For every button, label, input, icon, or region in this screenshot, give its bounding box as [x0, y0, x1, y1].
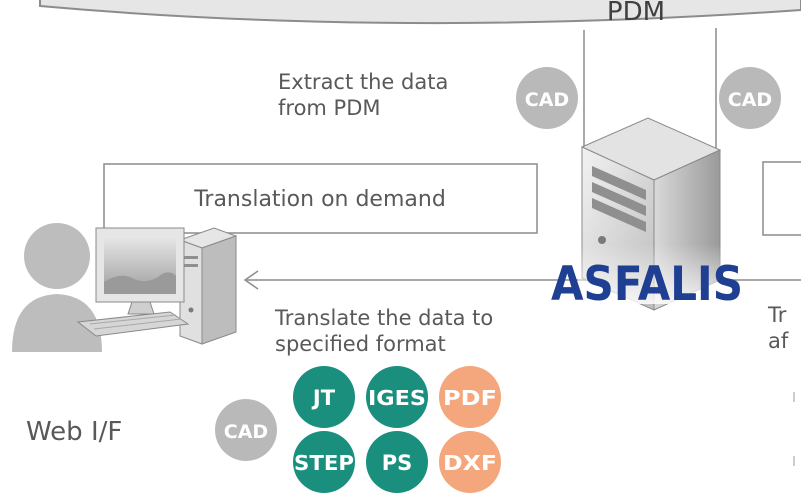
svg-text:CAD: CAD — [224, 421, 268, 443]
format-badge-iges: IGES — [366, 366, 428, 428]
right-partial-text-1: Tr — [767, 303, 787, 327]
translate-label-line1: Translate the data to — [274, 306, 493, 330]
svg-text:JT: JT — [311, 386, 336, 410]
cad-badge: CAD — [719, 67, 781, 129]
svg-text:PS: PS — [382, 451, 413, 475]
desktop-computer-icon — [76, 227, 238, 345]
pdm-database: PDM — [39, 0, 801, 27]
svg-text:CAD: CAD — [525, 89, 569, 111]
svg-text:PDF: PDF — [443, 386, 497, 410]
svg-text:IGES: IGES — [368, 386, 426, 410]
server-icon — [578, 117, 728, 311]
web-if-label: Web I/F — [26, 417, 122, 447]
translate-label-line2: specified format — [275, 332, 446, 356]
svg-text:CAD: CAD — [728, 89, 772, 111]
pdm-label: PDM — [607, 0, 665, 27]
extract-label-line1: Extract the data — [278, 70, 448, 94]
asfalis-logo: ASFALIS — [551, 257, 743, 312]
translation-on-demand-box: Translation on demand — [103, 163, 538, 234]
edge-mark — [793, 392, 795, 402]
right-partial-text-2: af — [768, 329, 789, 353]
translation-on-demand-label: Translation on demand — [193, 187, 446, 212]
extract-label-line2: from PDM — [278, 96, 381, 120]
svg-text:DXF: DXF — [443, 451, 497, 475]
svg-text:STEP: STEP — [294, 451, 354, 475]
edge-mark — [793, 456, 795, 466]
format-badge-step: STEP — [293, 431, 355, 493]
format-badge-dxf: DXF — [439, 431, 501, 493]
format-badge-jt: JT — [293, 366, 355, 428]
format-badge-pdf: PDF — [439, 366, 501, 428]
cad-badge: CAD — [215, 399, 277, 461]
user-icon — [12, 223, 102, 352]
format-badge-ps: PS — [366, 431, 428, 493]
cad-badge: CAD — [516, 67, 578, 129]
partial-box-right — [762, 161, 801, 236]
